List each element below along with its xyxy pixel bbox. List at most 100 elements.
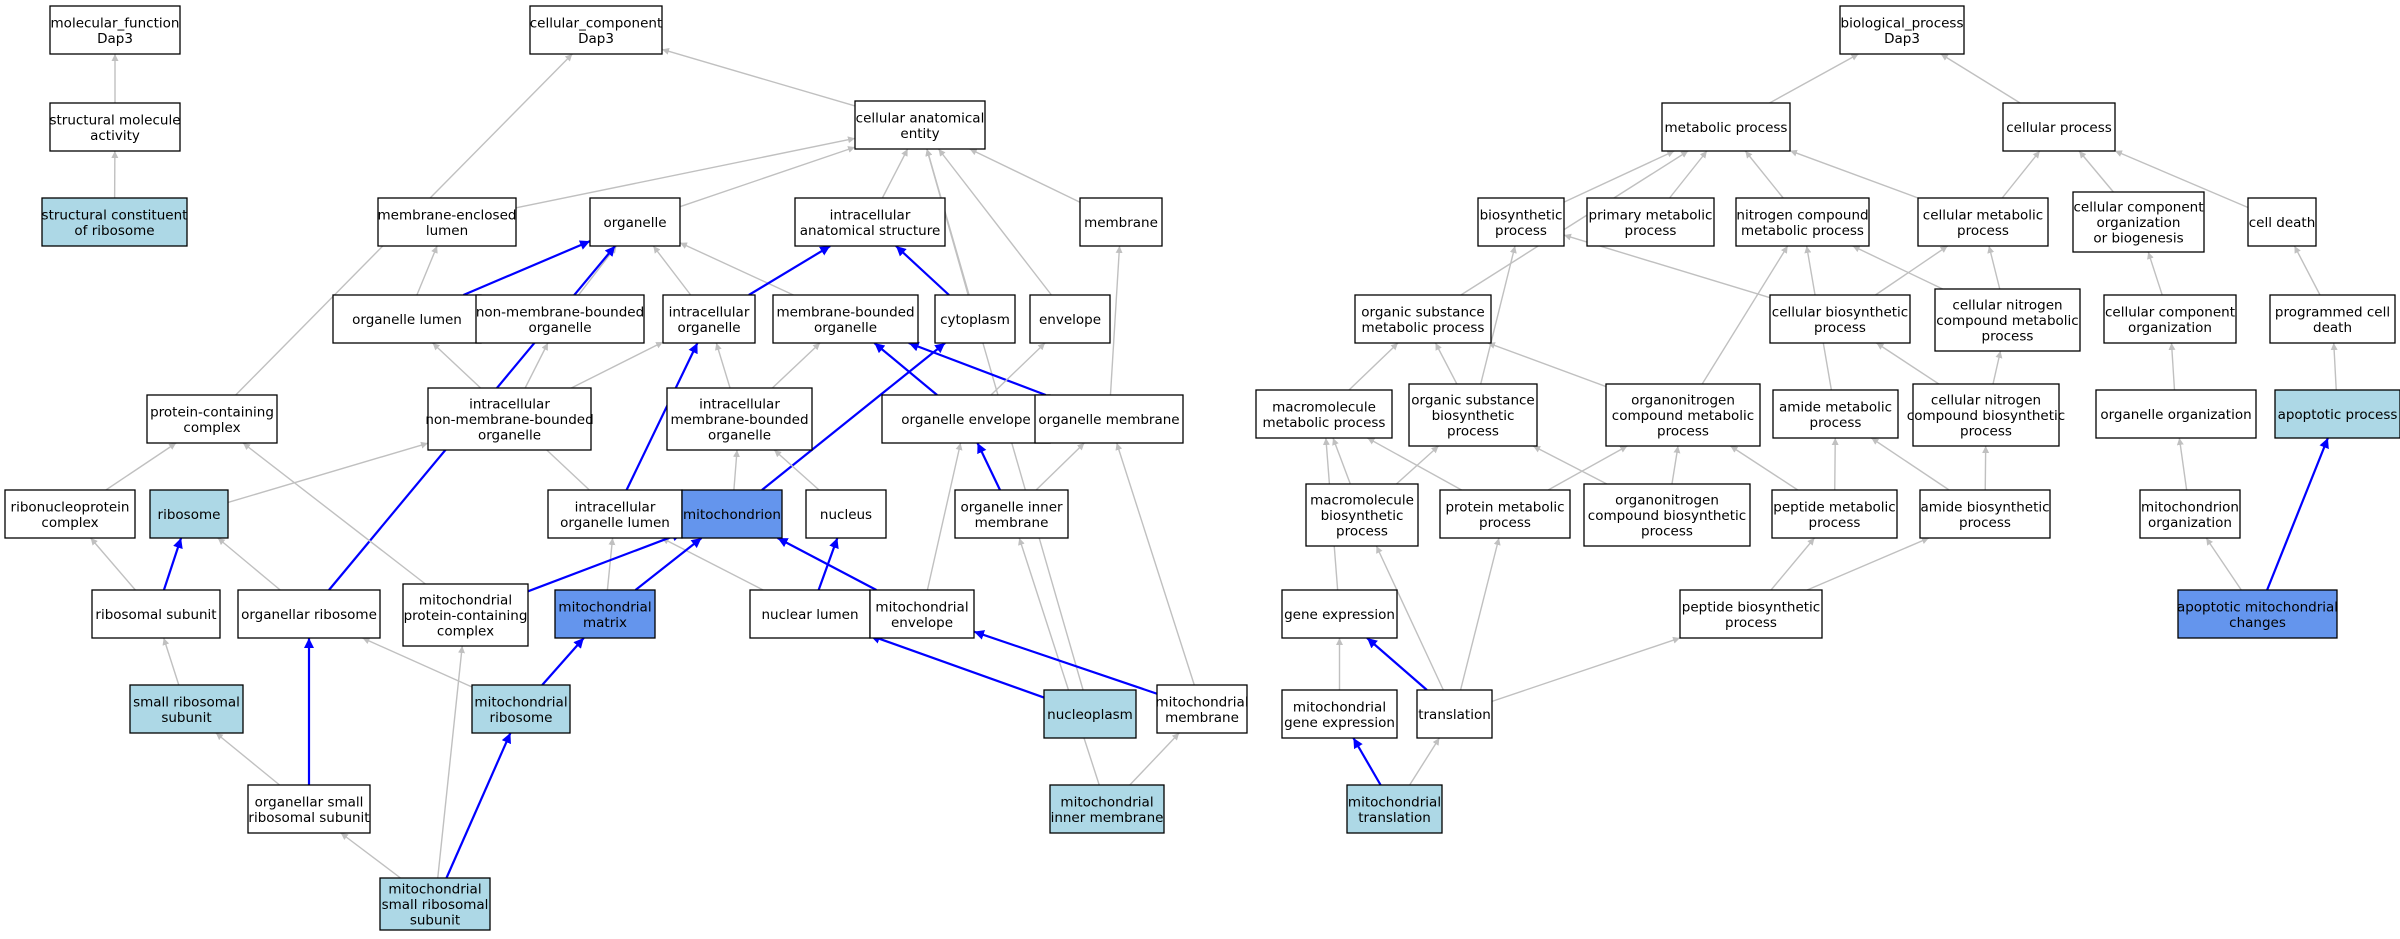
go-term-node-env[interactable]: envelope xyxy=(1029,294,1111,344)
node-label-line: lumen xyxy=(426,223,468,239)
edge-nlum-to-iol xyxy=(661,537,764,591)
go-term-node-oo[interactable]: organelle organization xyxy=(2095,389,2257,439)
go-term-node-metp[interactable]: metabolic process xyxy=(1661,102,1791,152)
node-label-line: envelope xyxy=(1039,312,1101,328)
go-term-node-mem[interactable]: membrane xyxy=(1079,197,1163,247)
node-label-line: organelle xyxy=(603,215,666,231)
node-label-line: intracellular xyxy=(830,207,911,223)
node-label-line: cellular component xyxy=(2073,200,2203,216)
node-label-line: cytoplasm xyxy=(940,312,1010,328)
node-label-line: nitrogen compound xyxy=(1736,207,1868,223)
edge-pepbp-to-pepmp xyxy=(1770,537,1815,591)
node-box xyxy=(4,489,136,539)
go-term-node-cp[interactable]: cellular process xyxy=(2002,102,2116,152)
node-label-line: mitochondrial xyxy=(1293,699,1386,715)
node-box xyxy=(2095,389,2257,439)
go-term-node-nlum[interactable]: nuclear lumen xyxy=(749,589,871,639)
go-term-node-orglum[interactable]: organelle lumen xyxy=(332,294,482,344)
edge-oncmp-to-ncmp xyxy=(1701,245,1789,385)
node-label-line: non-membrane-bounded xyxy=(425,412,593,428)
go-term-node-inmbo[interactable]: intracellularnon-membrane-boundedorganel… xyxy=(425,387,594,451)
node-label-line: apoptotic process xyxy=(2278,407,2398,423)
node-box xyxy=(1839,5,1965,55)
node-box xyxy=(49,102,181,152)
edge-cncbp-to-cncmp xyxy=(1992,350,2003,385)
node-box xyxy=(854,100,986,150)
go-term-node-org[interactable]: organelle xyxy=(589,197,681,247)
edge-layer xyxy=(90,47,2338,879)
edge-nplasm-to-nlum xyxy=(869,634,1045,699)
node-box xyxy=(1661,102,1791,152)
go-term-node-rs[interactable]: ribosomal subunit xyxy=(91,589,221,639)
go-term-node-ge[interactable]: gene expression xyxy=(1281,589,1398,639)
go-term-node-ribo[interactable]: ribosome xyxy=(149,489,229,539)
go-term-node-omem[interactable]: organelle membrane xyxy=(1034,394,1184,444)
go-term-node-cyto[interactable]: cytoplasm xyxy=(934,294,1016,344)
go-term-node-nuc[interactable]: nucleus xyxy=(805,489,887,539)
go-term-node-cd[interactable]: cell death xyxy=(2247,197,2317,247)
go-term-node-oenv[interactable]: organelle envelope xyxy=(881,394,1051,444)
edge-ap-to-pcd xyxy=(2330,342,2338,391)
node-box xyxy=(554,589,656,639)
go-term-node-trans[interactable]: translation xyxy=(1416,689,1493,739)
go-term-node-nplasm[interactable]: nucleoplasm xyxy=(1043,689,1137,739)
node-label-line: process xyxy=(1959,515,2011,531)
node-label-line: mitochondrion xyxy=(2141,499,2239,515)
edge-trans-to-pepbp xyxy=(1491,636,1681,703)
node-label-line: compound biosynthetic xyxy=(1588,508,1746,524)
go-term-node-mito[interactable]: mitochondrion xyxy=(681,489,783,539)
go-term-node-ap[interactable]: apoptotic process xyxy=(2274,389,2400,439)
go-term-node-oribo[interactable]: organellar ribosome xyxy=(237,589,381,639)
